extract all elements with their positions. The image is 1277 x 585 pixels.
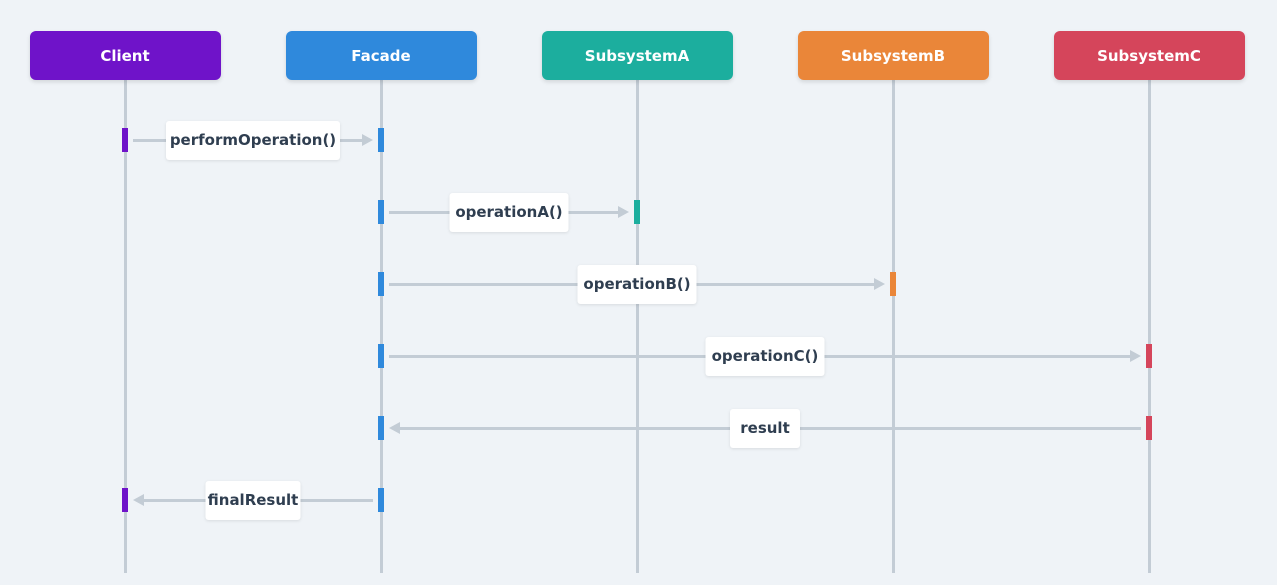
arrowhead-icon	[133, 494, 144, 506]
lifeline-facade	[379, 80, 383, 573]
activation-bar	[378, 344, 384, 368]
lifeline-subsystemb	[891, 80, 895, 573]
participant-subsystema[interactable]: SubsystemA	[541, 31, 733, 80]
activation-bar	[122, 128, 128, 152]
activation-bar	[378, 488, 384, 512]
arrowhead-icon	[389, 422, 400, 434]
participant-label: SubsystemC	[1097, 46, 1201, 65]
participant-subsystemc[interactable]: SubsystemC	[1053, 31, 1245, 80]
participant-client[interactable]: Client	[29, 31, 221, 80]
message-label: result	[730, 408, 800, 448]
activation-bar	[378, 272, 384, 296]
message-label: operationA()	[449, 192, 569, 232]
activation-bar	[890, 272, 896, 296]
participant-label: SubsystemB	[840, 46, 946, 65]
participant-subsystemb[interactable]: SubsystemB	[797, 31, 989, 80]
message-label: finalResult	[205, 480, 301, 520]
arrowhead-icon	[362, 134, 373, 146]
activation-bar	[1146, 344, 1152, 368]
lifeline-subsystemc	[1147, 80, 1151, 573]
activation-bar	[378, 416, 384, 440]
arrowhead-icon	[1130, 350, 1141, 362]
participant-label: Facade	[351, 46, 411, 65]
participant-label: SubsystemA	[584, 46, 690, 65]
lifeline-client	[123, 80, 127, 573]
message-label: performOperation()	[166, 120, 340, 160]
activation-bar	[122, 488, 128, 512]
arrowhead-icon	[618, 206, 629, 218]
activation-bar	[1146, 416, 1152, 440]
participant-label: Client	[100, 46, 150, 65]
message-label: operationB()	[577, 264, 697, 304]
arrowhead-icon	[874, 278, 885, 290]
message-label: operationC()	[705, 336, 825, 376]
lifeline-subsystema	[635, 80, 639, 573]
activation-bar	[634, 200, 640, 224]
activation-bar	[378, 200, 384, 224]
activation-bar	[378, 128, 384, 152]
participant-facade[interactable]: Facade	[285, 31, 477, 80]
